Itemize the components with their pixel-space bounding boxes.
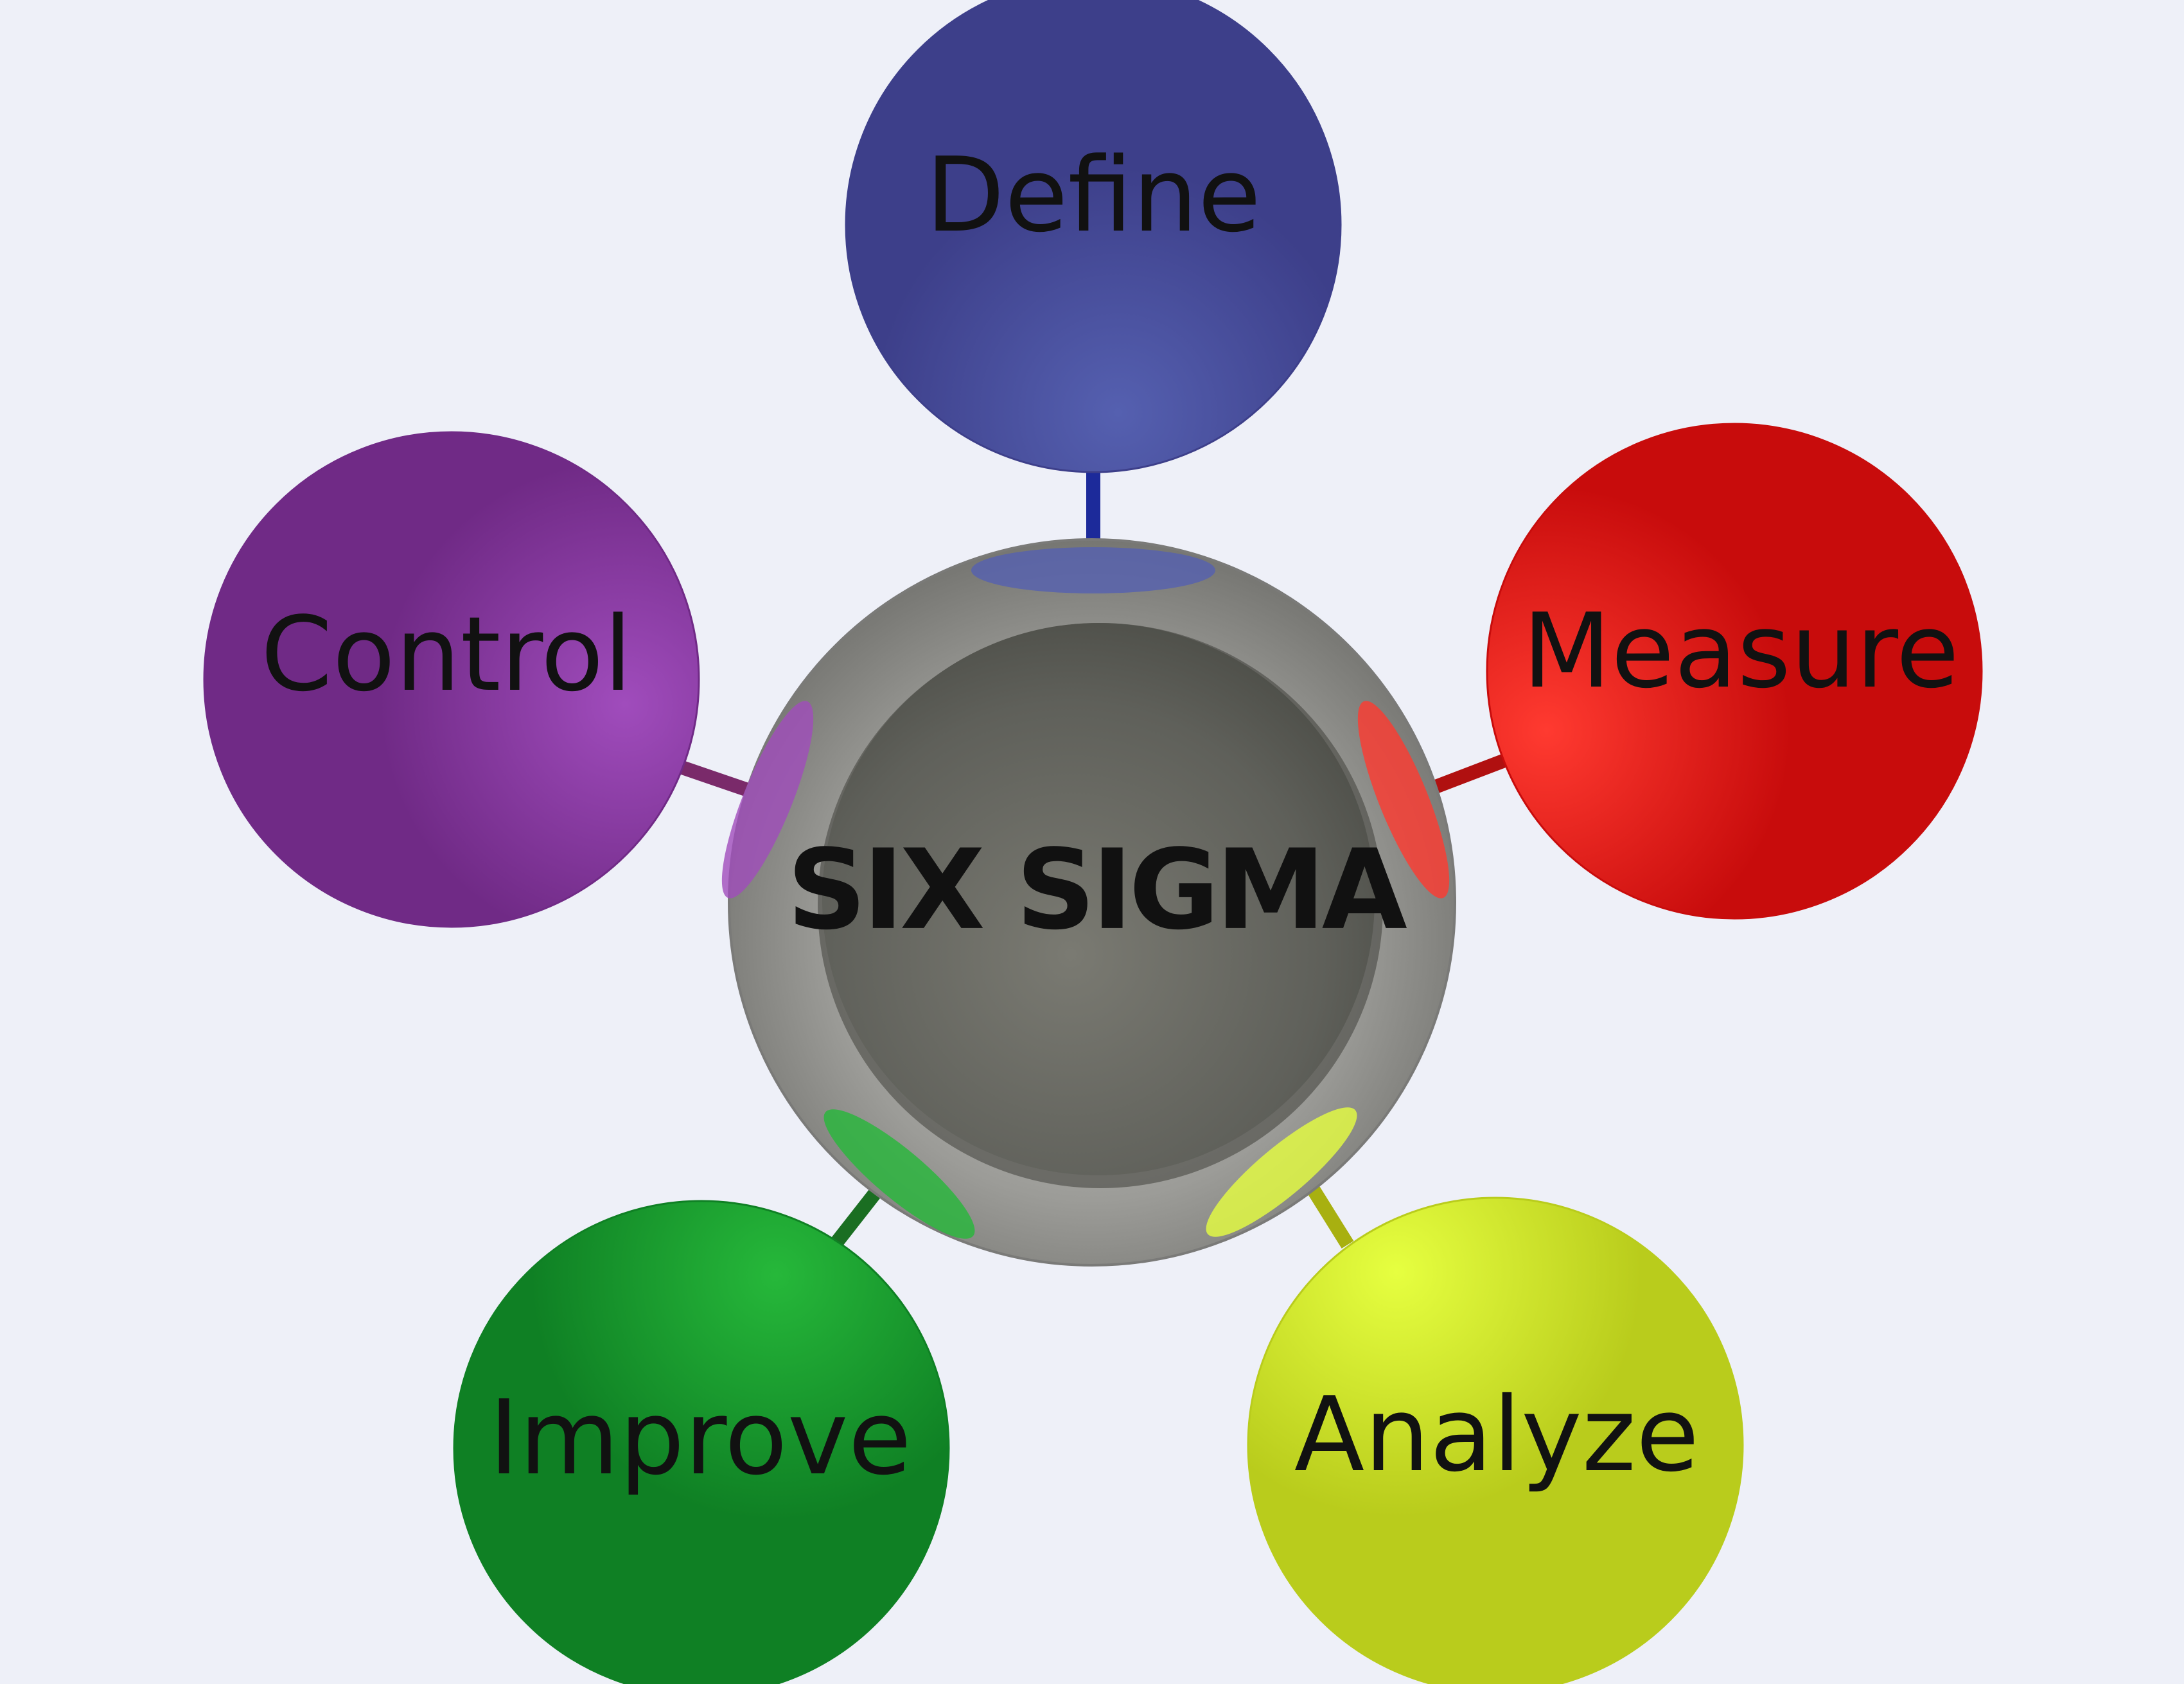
phase-control: Control: [203, 431, 700, 928]
define-sphere: [845, 0, 1342, 473]
improve-label: Improve: [489, 1378, 911, 1498]
cap-measure: [1357, 701, 1450, 899]
control-sphere: [203, 431, 700, 928]
connector-analyze: [1304, 1181, 1354, 1249]
analyze-sphere: [1247, 1197, 1744, 1684]
connectors: [680, 469, 1509, 1250]
improve-sphere: [453, 1200, 950, 1684]
phase-measure: Measure: [1486, 423, 1983, 920]
analyze-label: Analyze: [1294, 1374, 1699, 1495]
cap-analyze: [1206, 1107, 1357, 1237]
phase-analyze: Analyze: [1247, 1197, 1744, 1684]
connector-measure: [1433, 753, 1509, 794]
connector-improve: [828, 1182, 886, 1250]
control-label: Control: [261, 594, 632, 714]
cap-define: [971, 547, 1215, 593]
phase-define: Define: [845, 0, 1342, 473]
cap-control: [721, 701, 814, 899]
measure-label: Measure: [1522, 591, 1959, 711]
cap-improve: [823, 1109, 975, 1239]
connector-control: [680, 760, 754, 798]
measure-sphere: [1486, 423, 1983, 920]
center-sphere: SIX SIGMA: [721, 538, 1456, 1267]
define-label: Define: [926, 135, 1261, 255]
center-label: SIX SIGMA: [787, 825, 1407, 954]
phase-improve: Improve: [453, 1200, 950, 1684]
center-inner-disc: [822, 623, 1375, 1175]
